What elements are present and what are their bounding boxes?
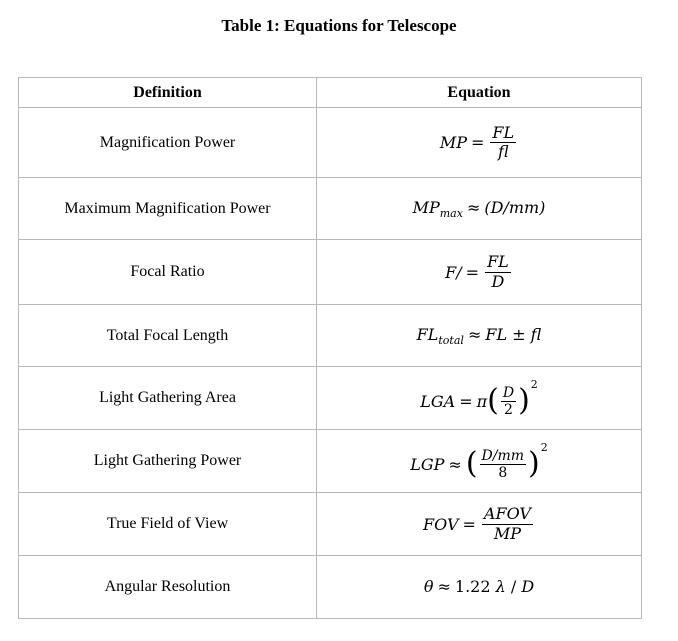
left-paren-icon: (	[465, 446, 478, 482]
table-row: Maximum Magnification Power MPmax≈(D/mm)	[18, 177, 642, 240]
equations-table: Definition Equation Magnification Power …	[18, 77, 642, 619]
eq-numerator: D	[500, 384, 517, 402]
equation-total-focal-length: FLtotal≈FL ± fl	[416, 324, 542, 347]
eq-theta: θ	[423, 577, 434, 596]
eq-operator: =	[462, 514, 476, 534]
eq-exponent: 2	[540, 440, 548, 454]
eq-denominator: 8	[498, 464, 508, 481]
definition-cell: Magnification Power	[18, 107, 317, 178]
eq-operator: ≈	[448, 454, 462, 474]
definition-cell: Light Gathering Power	[18, 429, 317, 493]
eq-numerator: FL	[485, 252, 511, 273]
definition-cell: Angular Resolution	[18, 555, 317, 619]
eq-base: MP	[412, 197, 440, 217]
table-row: Angular Resolution θ≈1.22 λ / D	[18, 555, 642, 619]
eq-operator: =	[471, 133, 485, 152]
equation-cell: FLtotal≈FL ± fl	[316, 304, 642, 367]
equation-cell: MPmax≈(D/mm)	[316, 177, 642, 240]
eq-pi: π	[476, 391, 488, 411]
header-equation: Equation	[316, 77, 642, 108]
table-caption: Table 1: Equations for Telescope	[221, 16, 457, 35]
eq-lambda: λ	[495, 577, 506, 596]
left-paren-icon: (	[487, 383, 499, 419]
equation-max-magnification: MPmax≈(D/mm)	[412, 197, 546, 220]
definition-cell: Total Focal Length	[18, 304, 317, 367]
header-definition: Definition	[18, 77, 317, 108]
table-header-row: Definition Equation	[18, 77, 642, 108]
eq-numerator: FL	[490, 122, 517, 143]
eq-operator: ≈	[437, 577, 451, 596]
eq-lhs: MP	[439, 133, 467, 152]
eq-slash: /	[510, 577, 517, 596]
eq-base: FL	[416, 324, 439, 344]
eq-denominator: fl	[497, 142, 509, 161]
eq-diameter: D	[521, 577, 535, 596]
eq-operator: =	[465, 262, 480, 282]
eq-numerator: D/mm	[479, 447, 527, 465]
eq-operator: ≈	[467, 324, 482, 344]
eq-denominator: D	[491, 271, 505, 291]
eq-rhs: (D/mm)	[484, 197, 546, 217]
eq-lhs: LGP	[410, 454, 445, 474]
definition-cell: Focal Ratio	[18, 239, 317, 305]
eq-numerator: AFOV	[481, 504, 533, 525]
definition-cell: True Field of View	[18, 492, 317, 556]
equation-cell: θ≈1.22 λ / D	[316, 555, 642, 619]
right-paren-icon: )	[528, 446, 540, 482]
equation-angular-resolution: θ≈1.22 λ / D	[424, 577, 534, 596]
definition-cell: Light Gathering Area	[18, 366, 317, 430]
eq-subscript: max	[439, 206, 463, 220]
eq-operator: =	[459, 391, 473, 411]
definition-cell: Maximum Magnification Power	[18, 177, 317, 240]
eq-lhs: F/	[445, 262, 462, 282]
right-paren-icon: )	[518, 383, 530, 419]
eq-subscript: total	[438, 333, 464, 347]
eq-rhs: FL ± fl	[485, 324, 542, 344]
eq-denominator: MP	[493, 523, 522, 543]
eq-denominator: 2	[503, 401, 513, 418]
eq-lhs: FOV	[423, 514, 459, 534]
eq-exponent: 2	[530, 377, 538, 391]
eq-constant: 1.22	[454, 577, 491, 596]
eq-lhs: LGA	[420, 391, 456, 411]
table-row: Total Focal Length FLtotal≈FL ± fl	[18, 304, 642, 367]
eq-operator: ≈	[466, 197, 481, 217]
